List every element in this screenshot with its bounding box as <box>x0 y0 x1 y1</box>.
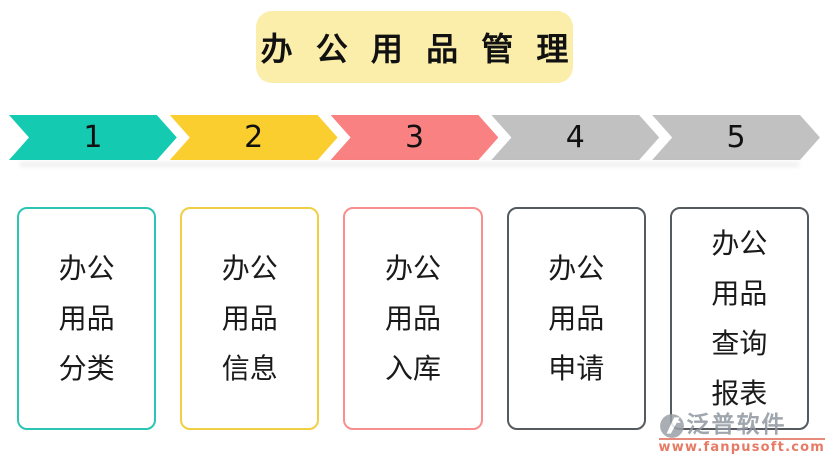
card-step-4: 办公 用品 申请 <box>506 207 646 430</box>
card-line: 办公 <box>385 251 442 285</box>
step-number-2: 2 <box>244 119 264 155</box>
title-banner: 办 公 用 品 管 理 <box>256 11 573 83</box>
steps-arrow-row: 1 2 3 4 5 <box>0 115 829 160</box>
card-line: 办公 <box>221 251 278 285</box>
card-step-5: 办公 用品 查询 报表 <box>669 207 810 430</box>
step-number-1: 1 <box>83 119 103 155</box>
step-arrow-3: 3 <box>331 115 499 160</box>
step-number-4: 4 <box>565 119 585 155</box>
step-arrow-5: 5 <box>652 115 820 160</box>
card-line: 用品 <box>385 301 442 335</box>
card-line: 入库 <box>385 351 442 385</box>
card-line: 用品 <box>58 301 115 335</box>
card-line: 办公 <box>548 251 605 285</box>
page-root: { "title": { "text": "办 公 用 品 管 理", "bac… <box>0 11 829 457</box>
card-line: 申请 <box>548 351 605 385</box>
step-arrow-2: 2 <box>170 115 338 160</box>
card-line: 用品 <box>548 301 605 335</box>
step-number-3: 3 <box>404 119 425 155</box>
card-line: 用品 <box>221 301 278 335</box>
card-line: 查询 <box>711 326 768 360</box>
step-arrow-4: 4 <box>491 115 659 160</box>
card-step-3: 办公 用品 入库 <box>343 207 483 430</box>
arrow-row-shadow <box>20 163 799 166</box>
card-line: 报表 <box>711 376 768 410</box>
step-arrow-1: 1 <box>9 115 177 160</box>
page-title: 办 公 用 品 管 理 <box>260 30 575 68</box>
card-step-1: 办公 用品 分类 <box>17 207 157 430</box>
card-line: 办公 <box>711 226 768 260</box>
card-line: 用品 <box>711 276 768 310</box>
card-line: 分类 <box>58 351 115 385</box>
card-step-2: 办公 用品 信息 <box>180 207 320 430</box>
cards-row: 办公 用品 分类 办公 用品 信息 办公 用品 入库 办公 用品 申请 办公 用… <box>17 207 810 430</box>
card-line: 办公 <box>58 251 115 285</box>
step-number-5: 5 <box>726 119 746 155</box>
card-line: 信息 <box>221 351 278 385</box>
watermark-url: www.fanpusoft.com <box>658 438 825 455</box>
